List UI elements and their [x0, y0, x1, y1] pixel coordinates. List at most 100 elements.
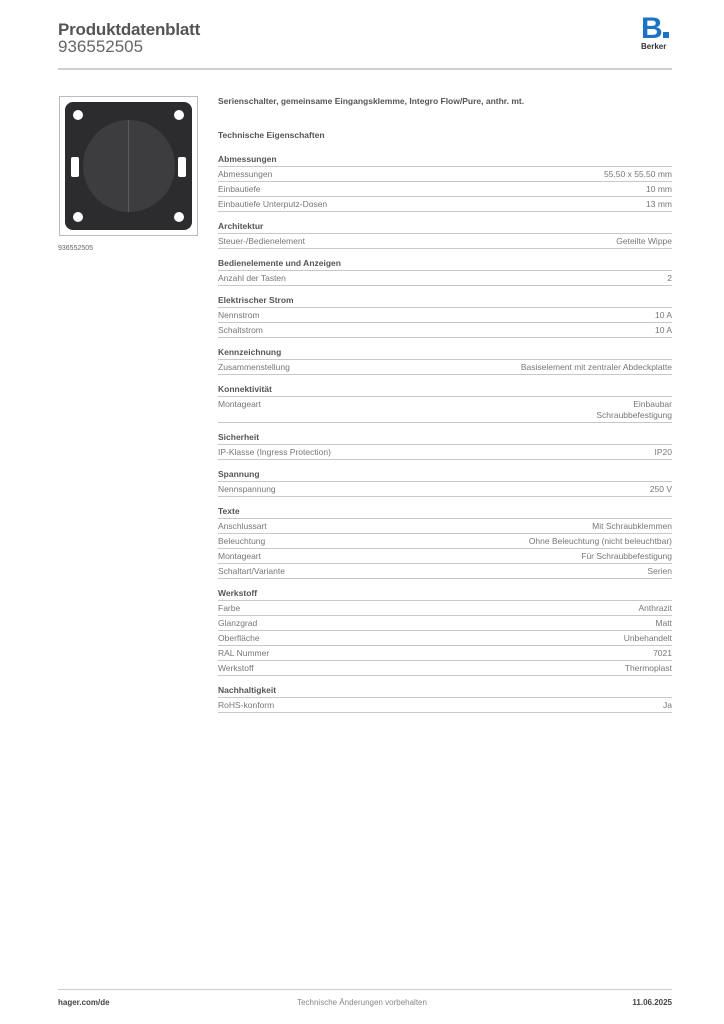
spec-label: IP-Klasse (Ingress Protection): [218, 447, 331, 457]
spec-row: Steuer-/Bedienelement Geteilte Wippe: [218, 234, 672, 249]
spec-value: Mit Schraubklemmen: [592, 521, 672, 531]
spec-value: Basiselement mit zentraler Abdeckplatte: [520, 362, 672, 372]
spec-row: Glanzgrad Matt: [218, 616, 672, 631]
berker-logo: B Berker: [641, 14, 673, 51]
spec-row: IP-Klasse (Ingress Protection) IP20: [218, 445, 672, 460]
spec-row: Abmessungen 55.50 x 55.50 mm: [218, 167, 672, 182]
spec-value: 2: [667, 273, 672, 283]
spec-row: Montageart Für Schraubbefestigung: [218, 549, 672, 564]
rocker-divider: [128, 120, 129, 212]
spec-label: RoHS-konform: [218, 700, 275, 710]
spec-label: Nennstrom: [218, 310, 260, 320]
header-divider: [58, 68, 672, 70]
screw-hole-icon: [174, 212, 184, 222]
spec-value: Anthrazit: [638, 603, 672, 613]
spec-label: Einbautiefe: [218, 184, 261, 194]
spec-label: Anschlussart: [218, 521, 267, 531]
footer-website[interactable]: hager.com/de: [58, 998, 110, 1007]
footer-notice: Technische Änderungen vorbehalten: [297, 998, 427, 1007]
spec-value: Thermoplast: [624, 663, 672, 673]
logo-letter-icon: B: [641, 14, 673, 44]
spec-value: 10 mm: [646, 184, 672, 194]
tech-properties-title: Technische Eigenschaften: [218, 130, 325, 140]
image-caption: 936552505: [58, 245, 94, 252]
spec-value: Für Schraubbefestigung: [581, 551, 672, 561]
spec-label: Glanzgrad: [218, 618, 258, 628]
spec-label: Nennspannung: [218, 484, 276, 494]
section-title: Kennzeichnung: [218, 347, 672, 360]
spec-row: RoHS-konform Ja: [218, 698, 672, 713]
spec-label: Schaltart/Variante: [218, 566, 285, 576]
spec-label: RAL Nummer: [218, 648, 270, 658]
logo-text: Berker: [641, 42, 667, 51]
section-title: Abmessungen: [218, 154, 672, 167]
split-rocker: [83, 120, 175, 212]
spec-value: Matt: [655, 618, 672, 628]
spec-label: Zusammenstellung: [218, 362, 290, 372]
screw-hole-icon: [174, 110, 184, 120]
section-title: Sicherheit: [218, 432, 672, 445]
spec-label: Abmessungen: [218, 169, 273, 179]
spec-row: Anschlussart Mit Schraubklemmen: [218, 519, 672, 534]
article-number: 936552505: [58, 37, 144, 56]
spec-value: 13 mm: [646, 199, 672, 209]
spec-value: 10 A: [654, 325, 672, 335]
spec-value: 250 V: [649, 484, 672, 494]
spec-row: Nennspannung 250 V: [218, 482, 672, 497]
spec-label: Steuer-/Bedienelement: [218, 236, 305, 246]
screw-hole-icon: [73, 110, 83, 120]
section-title: Bedienelemente und Anzeigen: [218, 258, 672, 271]
mounting-slot-icon: [178, 157, 186, 177]
spec-label: Montageart: [218, 399, 261, 409]
spec-value: Geteilte Wippe: [616, 236, 672, 246]
section-title: Nachhaltigkeit: [218, 685, 672, 698]
spec-value: 55.50 x 55.50 mm: [603, 169, 672, 179]
section-title: Spannung: [218, 469, 672, 482]
screw-hole-icon: [73, 212, 83, 222]
section-title: Konnektivität: [218, 384, 672, 397]
section-title: Texte: [218, 506, 672, 519]
spec-label: Anzahl der Tasten: [218, 273, 286, 283]
product-description: Serienschalter, gemeinsame Eingangsklemm…: [218, 96, 525, 106]
spec-label: Farbe: [218, 603, 241, 613]
spec-label: Schaltstrom: [218, 325, 263, 335]
spec-value: IP20: [654, 447, 673, 457]
spec-row: Einbautiefe Unterputz-Dosen 13 mm: [218, 197, 672, 212]
product-image: [59, 96, 198, 236]
spec-label: Einbautiefe Unterputz-Dosen: [218, 199, 328, 209]
section-title: Elektrischer Strom: [218, 295, 672, 308]
spec-row: Schaltstrom 10 A: [218, 323, 672, 338]
spec-value: Ja: [663, 700, 672, 710]
spec-row: Zusammenstellung Basiselement mit zentral…: [218, 360, 672, 375]
spec-label: Beleuchtung: [218, 536, 266, 546]
spec-value: Unbehandelt: [623, 633, 672, 643]
spec-content: Serienschalter, gemeinsame Eingangsklemm…: [218, 96, 672, 722]
spec-row: Werkstoff Thermoplast: [218, 661, 672, 676]
logo-dot-icon: [662, 32, 669, 38]
spec-row: Farbe Anthrazit: [218, 601, 672, 616]
footer-date: 11.06.2025: [632, 998, 672, 1007]
footer-divider: [58, 989, 672, 990]
spec-label: Werkstoff: [218, 663, 254, 673]
spec-value: Serien: [647, 566, 672, 576]
mounting-slot-icon: [71, 157, 79, 177]
switch-plate: [65, 102, 192, 230]
page-title: Produktdatenblatt: [58, 20, 201, 39]
spec-label: Montageart: [218, 551, 261, 561]
